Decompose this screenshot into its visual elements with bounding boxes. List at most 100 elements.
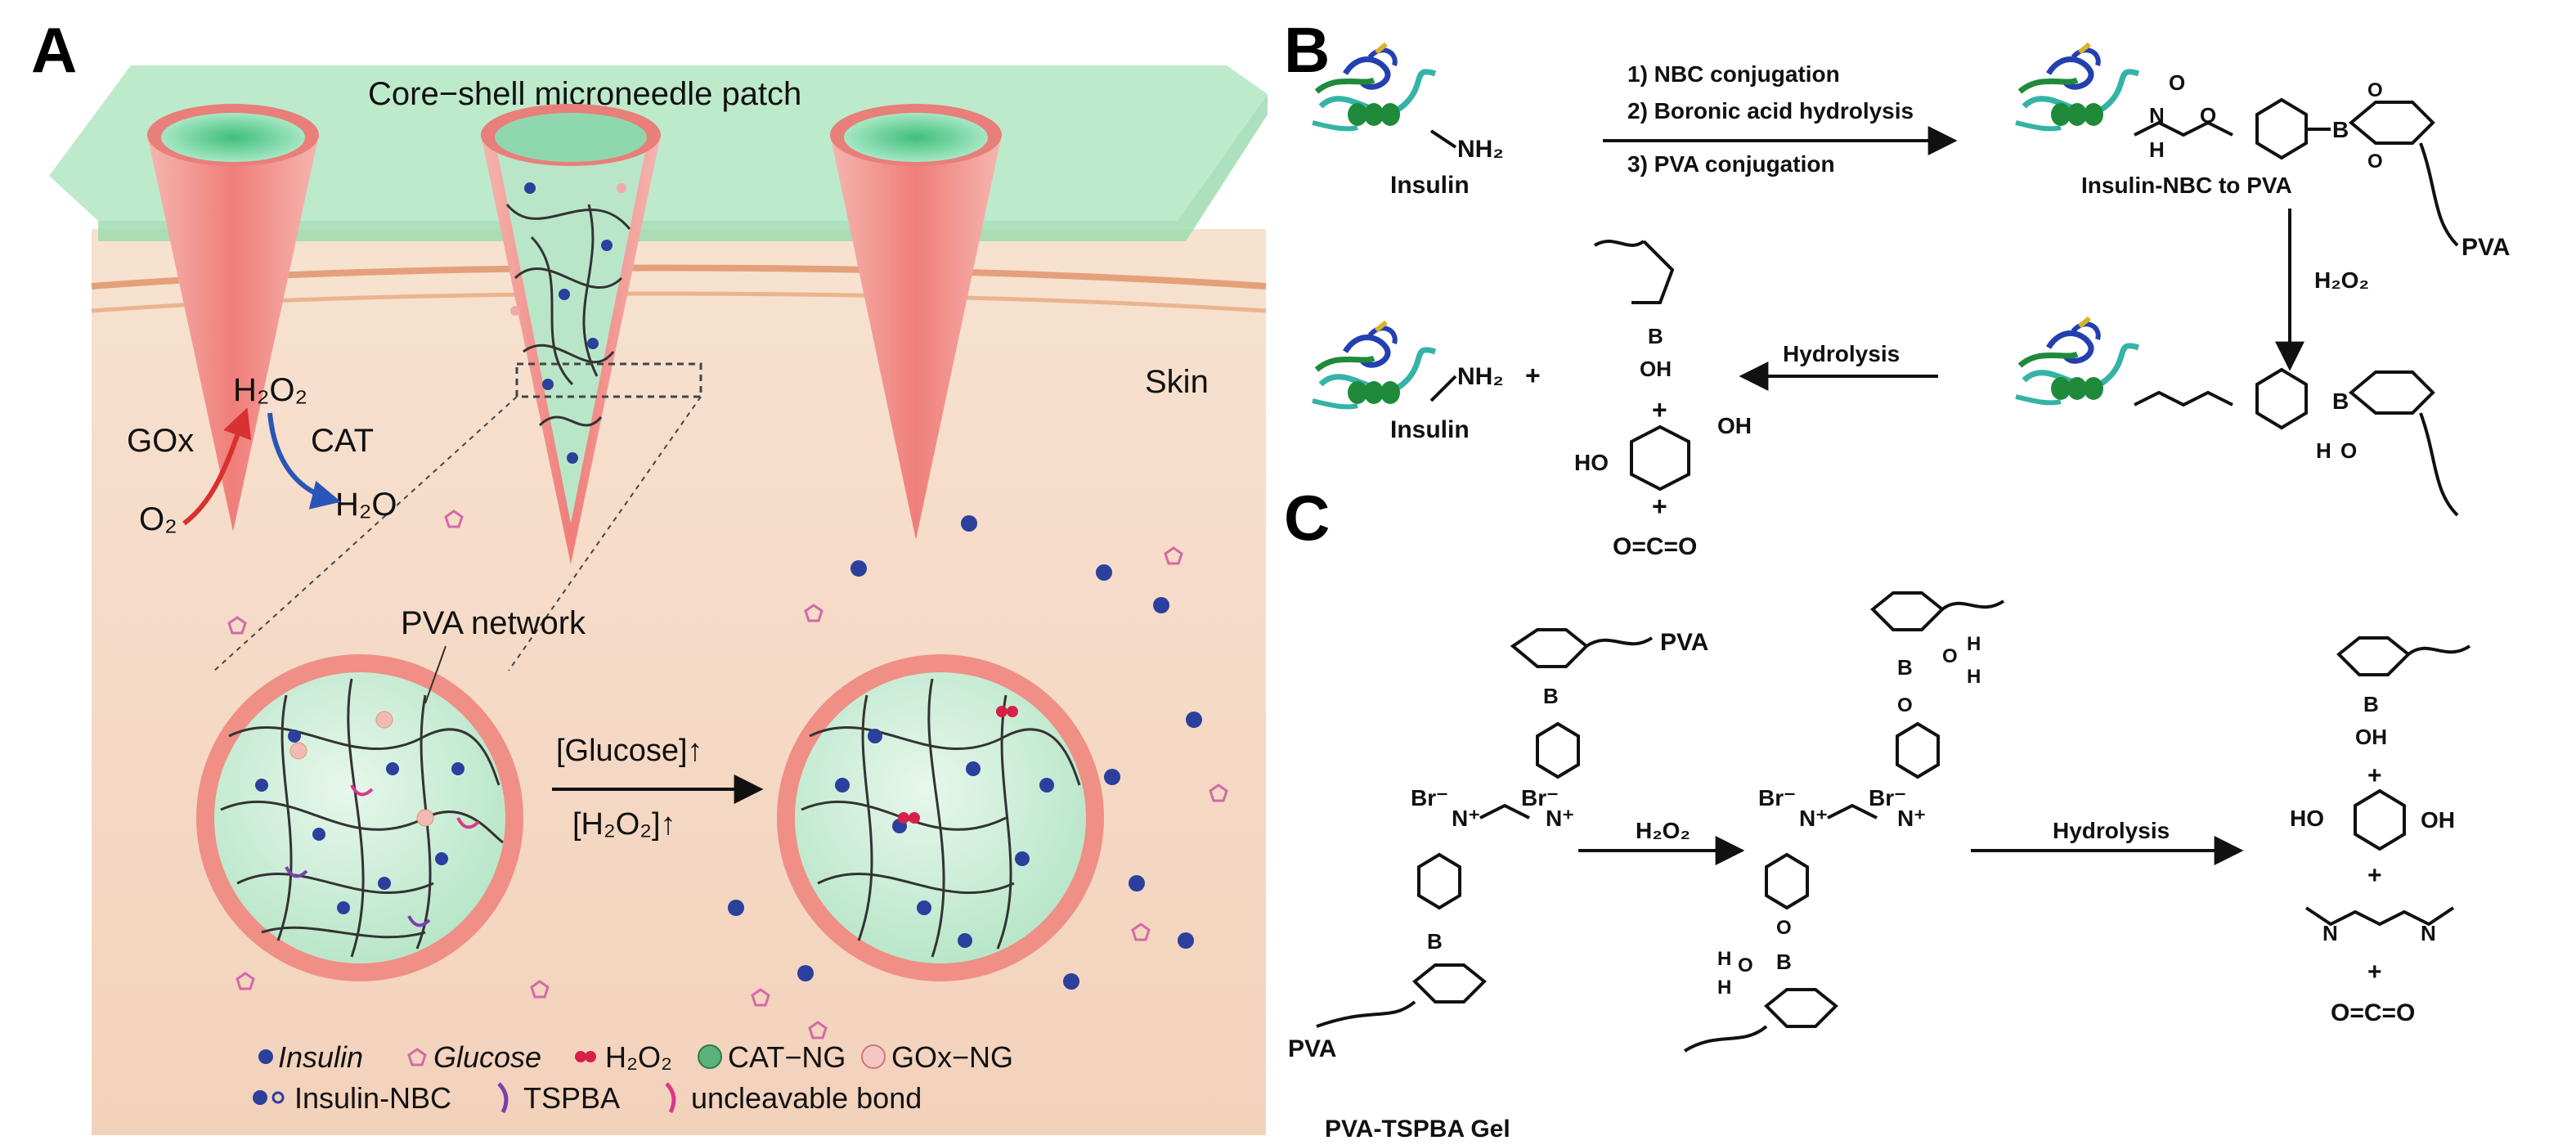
b-o-ester: O <box>2200 103 2216 128</box>
c-boron-3: B <box>1897 655 1913 680</box>
nanogel-network-before <box>196 654 523 981</box>
b-boron-2: B <box>2332 388 2349 414</box>
panel-b-letter: B <box>1284 14 1330 86</box>
c-pva-top: PVA <box>1660 629 1708 656</box>
microneedle-left <box>147 104 319 532</box>
c-dioxaborinane-mid-bottom <box>1764 988 1838 1028</box>
legend-h2o2-label: H₂O₂ <box>605 1040 672 1074</box>
panel-a-legend: Insulin Glucose H₂O₂ CAT−NG GOx−NG Insul… <box>253 1040 1013 1115</box>
legend-tspba-icon <box>497 1082 509 1114</box>
b-plus-2: + <box>1652 395 1667 424</box>
c-benzene-2 <box>1417 852 1461 910</box>
b-step-1: 1) NBC conjugation <box>1627 61 1840 87</box>
microneedle-middle <box>481 104 661 564</box>
c-h2o2-label: H₂O₂ <box>1636 818 1690 843</box>
c-n-6: N <box>2421 921 2436 945</box>
b-oh-2: OH <box>1717 413 1752 438</box>
panel-b: B NH₂ Insulin 1) NBC conjugation 2) Boro… <box>1284 14 2510 560</box>
c-n-2: N⁺ <box>1546 806 1574 831</box>
b-n-atom: N <box>2149 103 2165 128</box>
legend-glucose-label: Glucose <box>433 1040 541 1074</box>
b-ho: HO <box>1574 450 1609 475</box>
c-dioxaborinane-bottom <box>1412 963 1487 1004</box>
legend-glucose-icon <box>407 1048 427 1066</box>
b-h-atom: H <box>2149 137 2165 162</box>
zoom-region-box <box>515 362 702 398</box>
glucose-pentagons <box>227 510 1228 1039</box>
c-co2: O=C=O <box>2331 999 2415 1026</box>
insulin-protein-icon-3 <box>2016 318 2138 402</box>
c-benzene-4 <box>1765 852 1809 910</box>
b-pva-label: PVA <box>2462 234 2510 261</box>
c-o-water-1: O <box>1942 645 1958 667</box>
c-dioxaborinane-top <box>1510 628 1589 668</box>
insulin-protein-icon-2 <box>2016 44 2138 128</box>
c-n-3: N⁺ <box>1799 806 1828 831</box>
c-o-phenol-1: O <box>1897 694 1913 716</box>
c-o-phenol-2: O <box>1776 917 1792 939</box>
c-plus-3: + <box>2367 959 2382 986</box>
b-nh2-2: NH₂ <box>1457 363 1504 390</box>
c-br-4: Br⁻ <box>1869 785 1906 810</box>
b-insulin-label-1: Insulin <box>1390 172 1470 199</box>
c-br-3: Br⁻ <box>1758 785 1796 810</box>
legend-cat-ng-label: CAT−NG <box>728 1040 846 1074</box>
c-n-1: N⁺ <box>1452 806 1480 831</box>
c-hydrolysis-label: Hydrolysis <box>2053 818 2170 843</box>
c-boron-1: B <box>1543 684 1559 708</box>
legend-gox-ng-label: GOx−NG <box>891 1040 1013 1074</box>
panel-a: A Core−shell microneedle patch <box>31 14 1268 1135</box>
b-plus-3: + <box>1652 492 1667 521</box>
o2-label: O₂ <box>139 501 177 537</box>
c-benzene-1 <box>1536 721 1580 779</box>
c-h-water-3: H <box>1717 948 1731 970</box>
h2o-label: H₂O <box>335 487 397 523</box>
legend-insulin-label: Insulin <box>278 1040 363 1074</box>
legend-insulin-nbc-icon <box>253 1090 267 1105</box>
panel-c: C PVA B Br⁻ N⁺ Br⁻ N⁺ B PVA PVA-TSPBA Ge… <box>1284 482 2471 1143</box>
legend-uncleavable-icon <box>665 1082 676 1114</box>
c-dioxaborinane-mid-top <box>1870 591 1945 631</box>
b-benzene-2 <box>2255 367 2308 430</box>
cat-label: CAT <box>311 423 374 459</box>
c-benzene-3 <box>1896 721 1940 779</box>
c-ho: HO <box>2290 806 2324 831</box>
c-boron-4: B <box>1776 950 1792 974</box>
c-h-water-4: H <box>1717 977 1731 999</box>
b-h-water: H <box>2316 438 2331 463</box>
c-pva-bottom: PVA <box>1288 1035 1336 1062</box>
b-h2o2-label: H₂O₂ <box>2314 267 2369 293</box>
b-o-carbonyl: O <box>2169 70 2185 95</box>
c-oh-2: OH <box>2421 807 2455 833</box>
b-product-label: Insulin-NBC to PVA <box>2081 173 2292 198</box>
c-boron-2: B <box>1427 929 1443 954</box>
legend-gox-ng-icon <box>861 1044 886 1069</box>
c-br-1: Br⁻ <box>1411 785 1448 810</box>
b-benzene-1 <box>2255 97 2308 160</box>
legend-insulin-icon <box>258 1049 273 1064</box>
b-boron-1: B <box>2332 117 2349 142</box>
b-benzene-3 <box>1630 424 1690 492</box>
c-plus-2: + <box>2367 862 2382 889</box>
c-oh-1: OH <box>2355 725 2387 749</box>
b-o-ring-1: O <box>2367 79 2383 101</box>
b-step-3: 3) PVA conjugation <box>1627 151 1835 177</box>
pva-network-label: PVA network <box>401 605 586 641</box>
panel-c-letter: C <box>1284 482 1330 554</box>
legend-tspba-label: TSPBA <box>523 1081 620 1115</box>
b-step-2: 2) Boronic acid hydrolysis <box>1627 98 1914 123</box>
b-o-water: O <box>2340 438 2357 463</box>
trigger-glucose-label: [Glucose]↑ <box>556 734 703 768</box>
b-co2: O=C=O <box>1613 533 1697 560</box>
h2o2-reaction-label: H₂O₂ <box>233 372 307 408</box>
gox-label: GOx <box>127 423 194 459</box>
c-h-water-2: H <box>1967 666 1981 688</box>
nanogel-network-after <box>777 654 1104 981</box>
c-n-4: N⁺ <box>1897 806 1926 831</box>
b-hydrolysis-label: Hydrolysis <box>1783 341 1900 366</box>
c-gel-label: PVA-TSPBA Gel <box>1325 1116 1510 1143</box>
released-insulin-dots <box>728 515 1202 990</box>
legend-uncleavable-label: uncleavable bond <box>691 1081 922 1115</box>
panel-a-letter: A <box>31 14 77 86</box>
gox-reaction-arrow <box>182 407 252 526</box>
